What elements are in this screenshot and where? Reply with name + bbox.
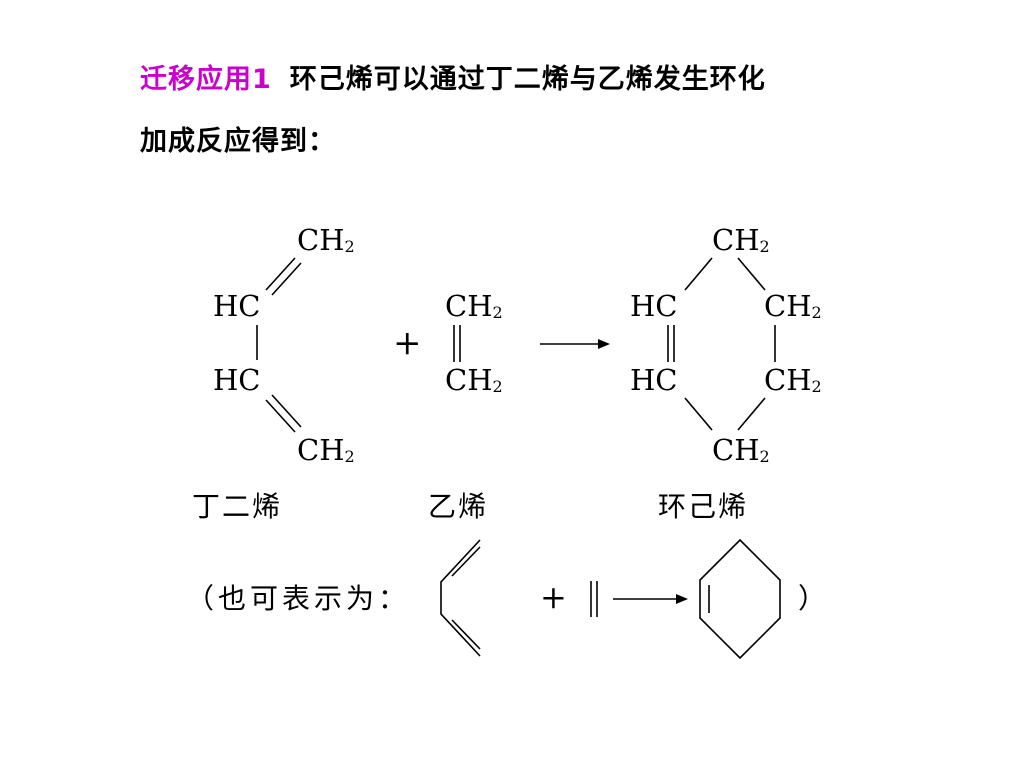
question-heading: 迁移应用1 环己烯可以通过丁二烯与乙烯发生环化 bbox=[140, 62, 960, 98]
cyclohexene-right-bottom-ch2: CH2 bbox=[764, 363, 822, 397]
cyclohexene-top-ch2: CH2 bbox=[712, 223, 770, 257]
butadiene-double-bond-bottom-a bbox=[265, 399, 296, 433]
heading-line1: 环己烯可以通过丁二烯与乙烯发生环化 bbox=[289, 64, 766, 95]
skeletal-butadiene-chain bbox=[440, 539, 481, 657]
ring-bond-top-left bbox=[684, 257, 713, 291]
alternative-close: ） bbox=[798, 582, 831, 615]
skeletal-cyclohexene-ring bbox=[699, 538, 781, 660]
cyclohexene-hc-top: HC bbox=[630, 289, 678, 323]
cyclohexene-hc-bottom: HC bbox=[630, 363, 678, 397]
cyclohexene-right-top-ch2: CH2 bbox=[764, 289, 822, 323]
skeletal-butadiene-double-bottom bbox=[451, 619, 481, 650]
reaction-arrow-head bbox=[598, 339, 610, 349]
butadiene-top-ch2: CH2 bbox=[297, 223, 355, 257]
butadiene-name: 丁二烯 bbox=[192, 490, 283, 523]
alternative-plus: + bbox=[540, 578, 567, 616]
butadiene-bottom-ch2: CH2 bbox=[297, 433, 355, 467]
butadiene-hc-2: HC bbox=[213, 363, 261, 397]
butadiene-double-bond-top-a bbox=[265, 257, 296, 291]
butadiene-hc-1: HC bbox=[213, 289, 261, 323]
ethylene-name: 乙烯 bbox=[428, 490, 489, 523]
ring-bond-bottom-right bbox=[737, 397, 766, 431]
ethylene-top-ch2: CH2 bbox=[445, 289, 503, 323]
cyclohexene-name: 环己烯 bbox=[658, 490, 749, 523]
butadiene-double-bond-top-b bbox=[271, 262, 302, 296]
ring-bond-top-right bbox=[737, 257, 766, 291]
skeletal-butadiene-double-top bbox=[451, 546, 481, 577]
alternative-label: （也可表示为： bbox=[186, 582, 411, 615]
heading-tag: 迁移应用1 bbox=[140, 64, 272, 95]
butadiene-double-bond-bottom-b bbox=[271, 394, 302, 428]
heading-line2: 加成反应得到： bbox=[140, 126, 336, 157]
cyclohexene-bottom-ch2: CH2 bbox=[712, 433, 770, 467]
skeletal-arrow-head bbox=[676, 594, 688, 604]
plus-sign: + bbox=[393, 323, 422, 363]
ethylene-bottom-ch2: CH2 bbox=[445, 363, 503, 397]
ring-bond-bottom-left bbox=[684, 397, 713, 431]
